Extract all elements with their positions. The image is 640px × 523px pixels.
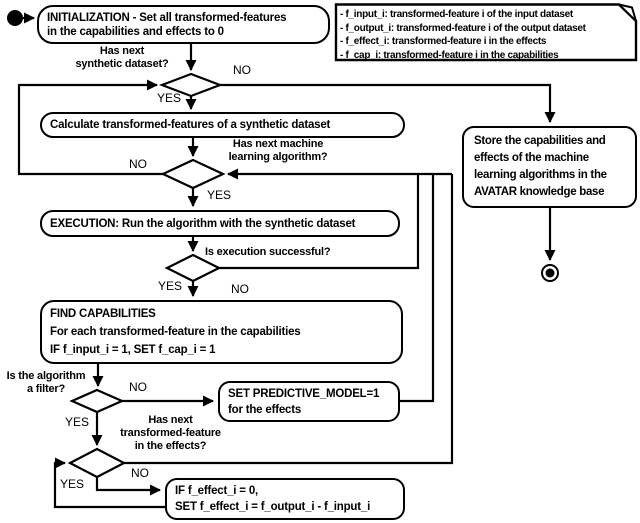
decision-has-next-synthetic-dataset bbox=[158, 72, 224, 98]
node-initialization: INITIALIZATION - Set all transformed-fea… bbox=[37, 5, 330, 44]
question-has-next-synthetic-dataset: Has next synthetic dataset? bbox=[75, 45, 169, 70]
edge-success-no-return bbox=[219, 174, 420, 270]
legend-note: - f_input_i: transformed-feature i of th… bbox=[340, 9, 586, 61]
branch-label-success-yes: YES bbox=[158, 279, 183, 293]
branch-label-filter-yes: YES bbox=[65, 415, 90, 429]
branch-label-success-no: NO bbox=[231, 282, 249, 296]
branch-label-dataset-no: NO bbox=[233, 63, 251, 77]
branch-label-dataset-yes: YES bbox=[157, 91, 182, 105]
question-is-execution-successful: Is execution successful? bbox=[205, 246, 331, 258]
question-is-algorithm-a-filter: Is the algorithm a filter? bbox=[6, 370, 86, 395]
edge-ml-no-loop-to-dataset-decision bbox=[17, 79, 163, 176]
node-if-effect: IF f_effect_i = 0, SET f_effect_i = f_ou… bbox=[165, 478, 405, 520]
start-node bbox=[7, 10, 23, 26]
branch-label-effects-no: NO bbox=[131, 466, 149, 480]
node-store-knowledge-base: Store the capabilities and effects of th… bbox=[462, 126, 637, 208]
decision-is-algorithm-a-filter bbox=[69, 388, 125, 414]
question-has-next-ml-algorithm: Has next machine learning algorithm? bbox=[228, 138, 328, 163]
question-has-next-tf-in-effects: Has next transformed-feature in the effe… bbox=[120, 414, 221, 452]
edge-effects-yes-to-if-effect bbox=[95, 477, 161, 496]
node-calculate-features: Calculate transformed-features of a synt… bbox=[40, 112, 405, 138]
edge-effects-no-return bbox=[124, 174, 454, 465]
node-set-predictive-model: SET PREDICTIVE_MODEL=1 for the effects bbox=[218, 381, 400, 422]
edge-dataset-no-to-store bbox=[220, 83, 556, 123]
decision-has-next-ml-algorithm bbox=[160, 158, 226, 190]
node-execution: EXECUTION: Run the algorithm with the sy… bbox=[40, 210, 400, 237]
branch-label-effects-yes: YES bbox=[60, 477, 85, 491]
edge-if-effect-loop-to-effects-decision bbox=[53, 457, 165, 509]
branch-label-filter-no: NO bbox=[129, 380, 147, 394]
edge-set-predictive-return bbox=[400, 174, 435, 403]
legend-note-fold-icon bbox=[618, 3, 637, 22]
decision-has-next-tf-in-effects bbox=[67, 447, 127, 479]
branch-label-ml-yes: YES bbox=[207, 188, 232, 202]
final-node-dot bbox=[545, 268, 555, 278]
branch-label-ml-no: NO bbox=[129, 157, 147, 171]
node-find-capabilities: FIND CAPABILITIES For each transformed-f… bbox=[40, 300, 403, 364]
decision-is-execution-successful bbox=[164, 253, 222, 283]
